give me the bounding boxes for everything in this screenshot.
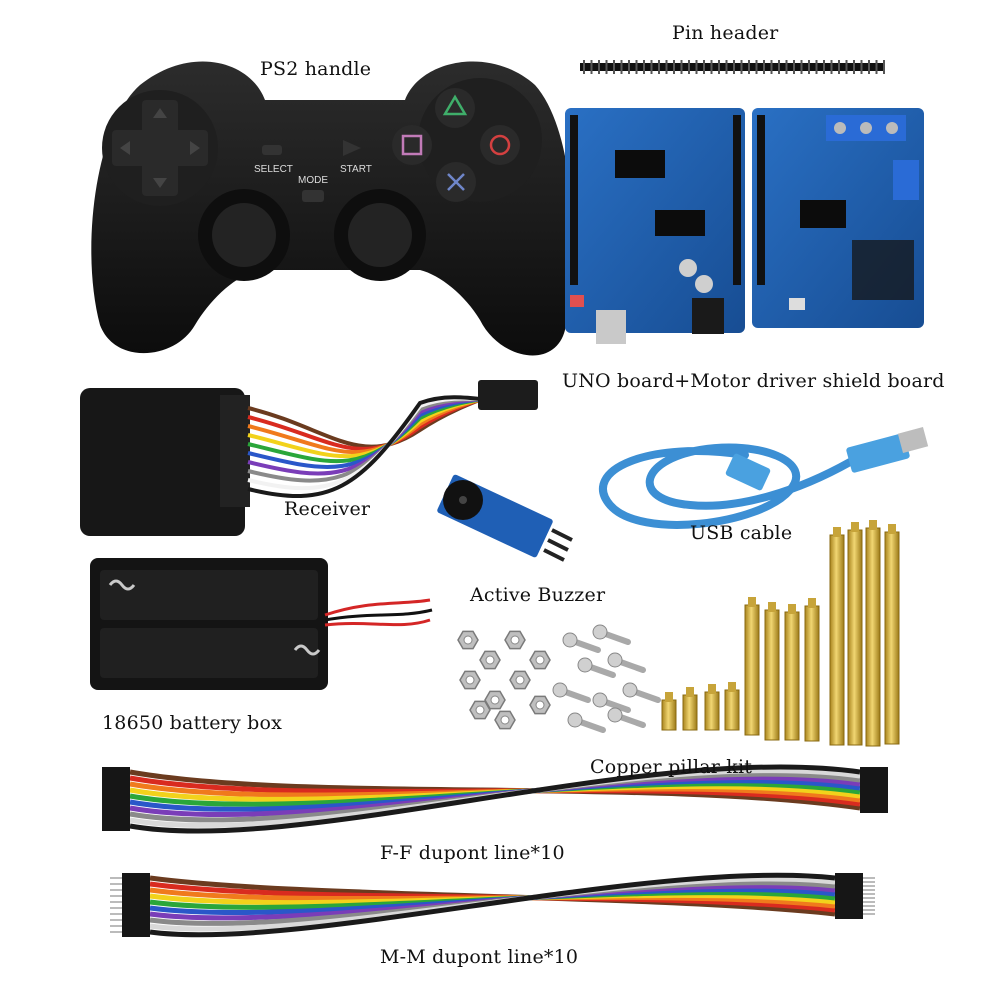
right-analog-stick (348, 203, 412, 267)
start-label: START (340, 164, 372, 175)
label-active-buzzer: Active Buzzer (470, 584, 606, 606)
circle-button (480, 125, 520, 165)
copper-pillars (661, 520, 900, 747)
select-label: SELECT (254, 164, 293, 175)
label-pin-header: Pin header (672, 22, 779, 44)
mode-label: MODE (298, 175, 328, 186)
square-button (392, 125, 432, 165)
ps2-controller: SELECT MODE START (91, 61, 573, 356)
label-uno-board: UNO board+Motor driver shield board (562, 370, 945, 392)
label-copper-pillar: Copper pillar kit (590, 756, 753, 778)
mm-dupont-wires (110, 872, 875, 938)
usb-cable (599, 426, 929, 529)
active-buzzer (437, 474, 573, 562)
screws-and-nuts (457, 624, 661, 733)
battery-box (90, 558, 433, 690)
left-analog-stick (212, 203, 276, 267)
label-receiver: Receiver (284, 498, 371, 520)
label-battery-box: 18650 battery box (102, 712, 283, 734)
triangle-button (435, 88, 475, 128)
pin-header (580, 60, 885, 74)
motor-driver-shield (752, 108, 924, 328)
label-mm-dupont: M-M dupont line*10 (380, 946, 579, 968)
label-ff-dupont: F-F dupont line*10 (380, 842, 565, 864)
label-usb-cable: USB cable (690, 522, 793, 544)
uno-board (565, 108, 745, 344)
label-ps2-handle: PS2 handle (260, 58, 372, 80)
dpad-horizontal (112, 130, 208, 166)
ff-dupont-wires (102, 764, 888, 834)
ps2-receiver (80, 380, 538, 536)
